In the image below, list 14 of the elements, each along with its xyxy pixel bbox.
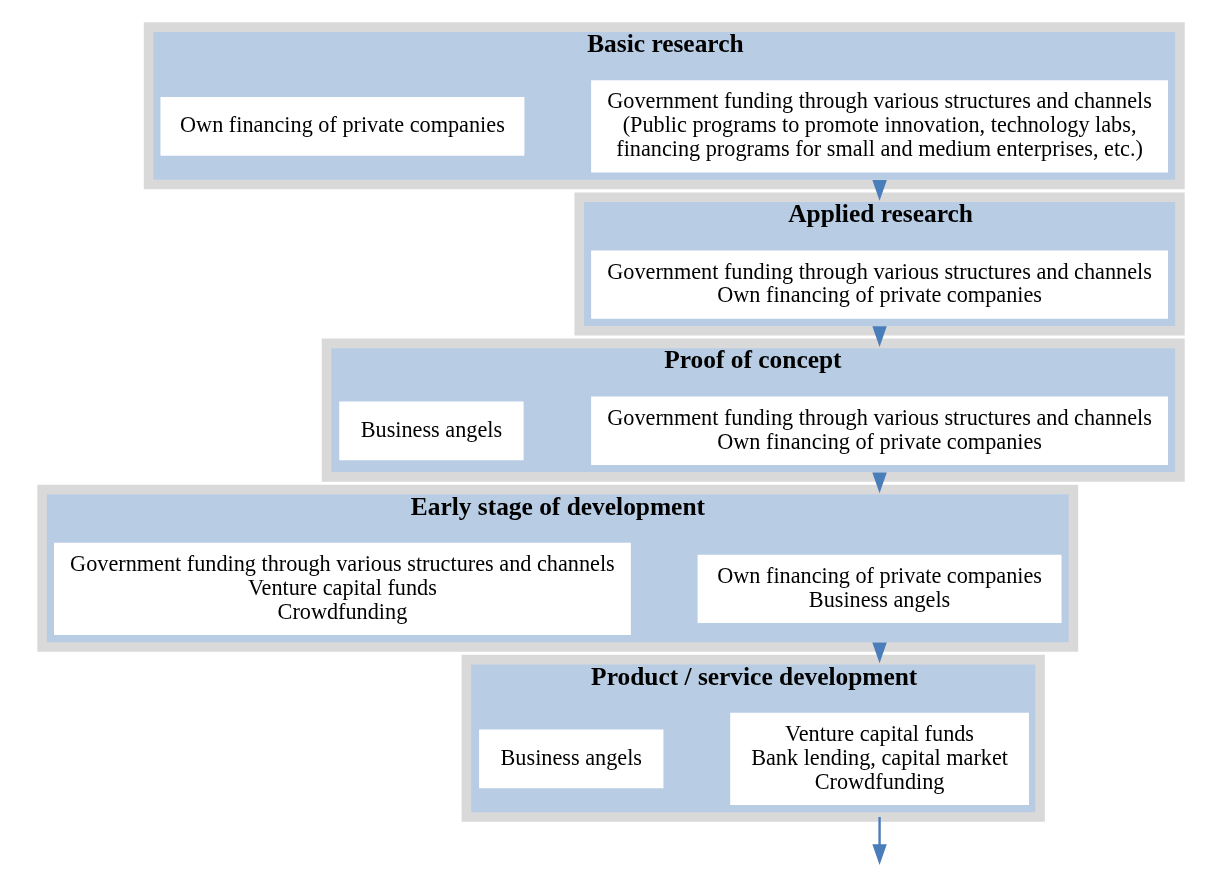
node-box: Government funding through various structures and channels Own financing of private companies <box>591 250 1168 319</box>
node-box: Venture capital funds Bank lending, capital market Crowdfunding <box>730 712 1029 806</box>
node-box: Government funding through various structures and channels Venture capital funds Crowdfunding <box>54 542 631 635</box>
arrow <box>872 642 887 664</box>
node-box: Own financing of private companies Business angels <box>697 554 1062 624</box>
node-box: Own financing of private companies <box>160 97 525 156</box>
node-box: Government funding through various structures and channels Own financing of private companies <box>591 396 1168 465</box>
arrow <box>872 816 887 865</box>
node-box: Government funding through various structures and channels (Public programs to promote innovation, technology labs, financing programs for small and medium enterprises, etc.) <box>591 80 1168 173</box>
arrow <box>872 180 887 201</box>
arrow <box>872 472 887 494</box>
node-box: Business angels <box>339 401 524 461</box>
arrow <box>872 326 887 347</box>
node-box: Business angels <box>479 729 664 789</box>
